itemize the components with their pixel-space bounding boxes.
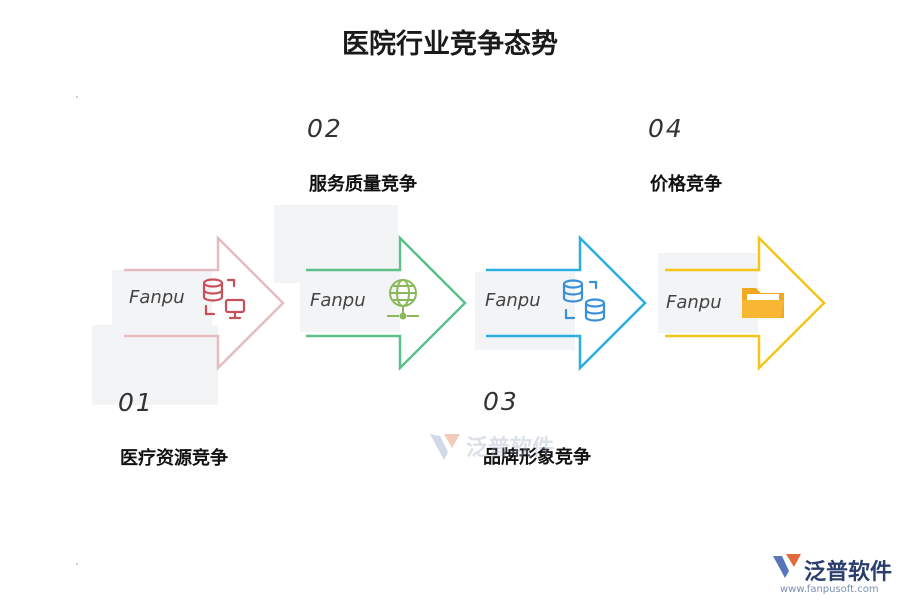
brand-name: 泛普软件 <box>804 560 893 585</box>
step-tag-3: Fanpu <box>485 290 541 311</box>
backing-panel <box>300 270 400 332</box>
globe-network-icon <box>387 279 419 320</box>
arrow-3 <box>486 234 647 372</box>
brand-logo: 泛普软件 www.fanpusoft.com <box>770 550 892 595</box>
arrow-1 <box>124 234 285 372</box>
step-label-1: 医疗资源竞争 <box>120 448 228 469</box>
database-sync-icon <box>562 279 606 322</box>
corner-dot <box>76 563 78 565</box>
brand-mark-icon <box>773 554 801 578</box>
backing-panel <box>92 325 218 405</box>
step-label-3: 品牌形象竞争 <box>483 447 591 468</box>
corner-dot <box>76 96 78 98</box>
folder-icon <box>742 288 784 318</box>
backing-panel <box>112 270 212 330</box>
step-number-1: 01 <box>118 388 154 417</box>
step-label-4: 价格竞争 <box>650 174 722 195</box>
step-tag-1: Fanpu <box>129 287 185 308</box>
arrow-2 <box>306 234 467 372</box>
database-monitor-icon <box>202 278 246 320</box>
backing-panel <box>658 253 758 333</box>
step-number-2: 02 <box>307 114 343 143</box>
brand-url: www.fanpusoft.com <box>780 584 879 595</box>
step-number-4: 04 <box>648 114 684 143</box>
page-title: 医院行业竞争态势 <box>342 29 558 60</box>
arrow-4 <box>665 234 826 372</box>
step-number-3: 03 <box>483 387 519 416</box>
center-watermark: 泛普软件 <box>426 430 554 468</box>
step-tag-2: Fanpu <box>310 290 366 311</box>
watermark-text: 泛普软件 <box>466 436 555 461</box>
brand-logo-icon <box>430 434 460 460</box>
step-label-2: 服务质量竞争 <box>309 174 417 195</box>
step-tag-4: Fanpu <box>666 292 722 313</box>
